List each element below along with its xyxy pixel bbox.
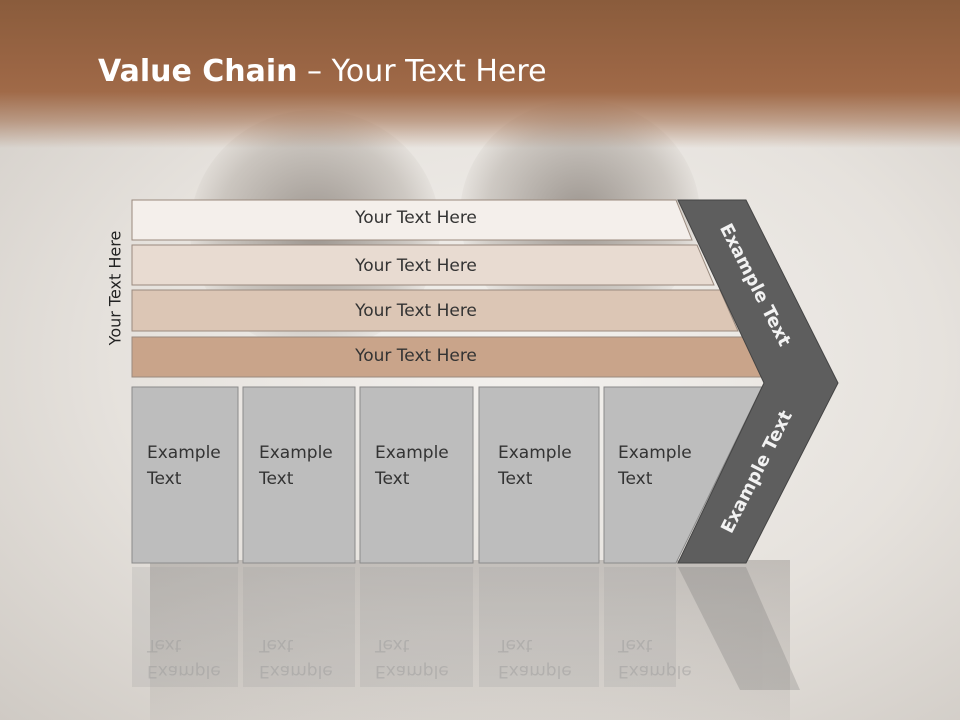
- bar-1[interactable]: [131, 199, 693, 241]
- cell-1[interactable]: [131, 386, 239, 564]
- cell-4[interactable]: [478, 386, 600, 564]
- bar-3[interactable]: [131, 289, 739, 332]
- slide-title: Value Chain – Your Text Here: [98, 54, 547, 89]
- reflection: [132, 567, 800, 690]
- title-bold: Value Chain: [98, 54, 298, 89]
- header-band: [0, 0, 960, 148]
- bar-label-2: Your Text Here: [355, 256, 477, 276]
- bar-label-1: Your Text Here: [355, 208, 477, 228]
- background-photo-body: [150, 560, 790, 720]
- bar-2[interactable]: [131, 244, 715, 286]
- cell-3[interactable]: [359, 386, 474, 564]
- chevron-shape[interactable]: [677, 199, 839, 564]
- bar-label-3: Your Text Here: [355, 301, 477, 321]
- title-rest: – Your Text Here: [297, 54, 547, 89]
- cell-5[interactable]: [603, 386, 763, 564]
- bar-label-4: Your Text Here: [355, 346, 477, 366]
- cell-2[interactable]: [242, 386, 356, 564]
